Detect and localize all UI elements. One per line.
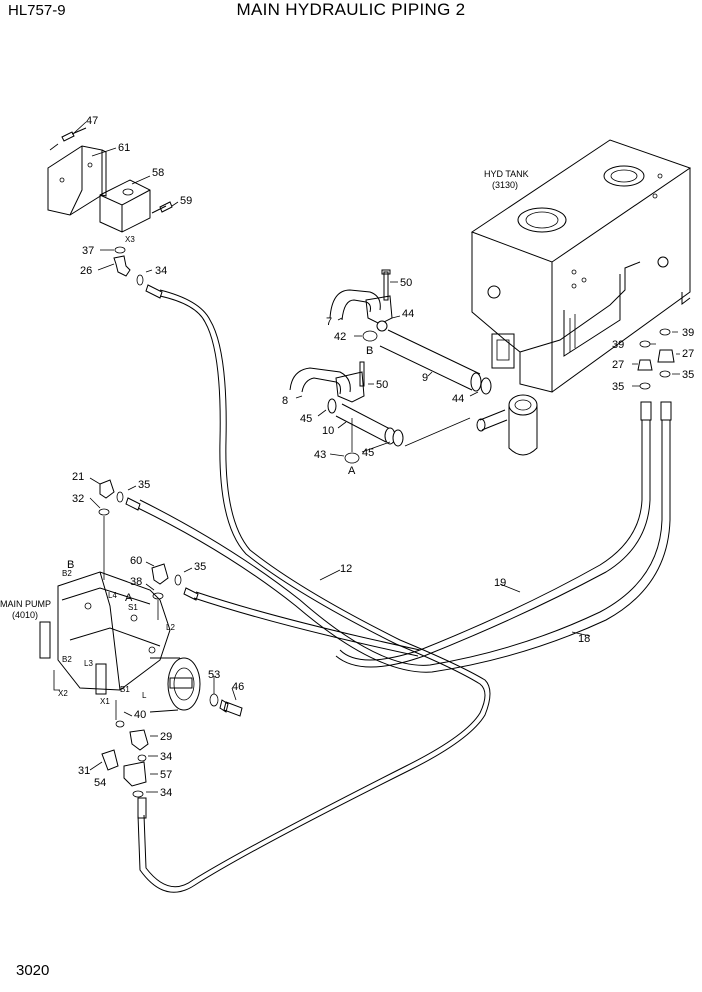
callout-35-pump: 35 bbox=[138, 479, 150, 491]
callout-35-left: 35 bbox=[612, 381, 624, 393]
callout-34-top: 34 bbox=[155, 265, 167, 277]
callout-54: 54 bbox=[94, 777, 106, 789]
main-pump-label: MAIN PUMP bbox=[0, 599, 51, 609]
page-number: 3020 bbox=[16, 962, 50, 979]
callout-44-top: 44 bbox=[402, 308, 414, 320]
page-title: MAIN HYDRAULIC PIPING 2 bbox=[236, 0, 466, 19]
callout-35-right: 35 bbox=[682, 369, 694, 381]
port-x2: X2 bbox=[58, 689, 68, 698]
callout-32: 32 bbox=[72, 493, 84, 505]
port-b2-lower: B2 bbox=[62, 655, 72, 664]
main-pump-code: (4010) bbox=[12, 610, 38, 620]
callout-50-top: 50 bbox=[400, 277, 412, 289]
callout-19: 19 bbox=[494, 577, 506, 589]
callout-59: 59 bbox=[180, 195, 192, 207]
callout-50-mid: 50 bbox=[376, 379, 388, 391]
callout-60: 60 bbox=[130, 555, 142, 567]
callout-26: 26 bbox=[80, 265, 92, 277]
callout-45-top: 45 bbox=[300, 413, 312, 425]
hydraulic-tank bbox=[404, 139, 692, 456]
callout-34-bottom: 34 bbox=[160, 787, 172, 799]
callout-27-left: 27 bbox=[612, 359, 624, 371]
port-label-a: A bbox=[125, 592, 133, 604]
callout-61: 61 bbox=[118, 142, 130, 154]
valve-block-assembly bbox=[47, 127, 173, 286]
port-l3: L3 bbox=[84, 659, 93, 668]
callout-39-left: 39 bbox=[612, 339, 624, 351]
callout-57: 57 bbox=[160, 769, 172, 781]
leader-lines bbox=[73, 121, 680, 793]
callout-7: 7 bbox=[326, 316, 332, 328]
tank-return-hoses bbox=[137, 328, 675, 673]
callout-27-right: 27 bbox=[682, 348, 694, 360]
callout-37: 37 bbox=[82, 245, 94, 257]
callout-53: 53 bbox=[208, 669, 220, 681]
callout-12: 12 bbox=[340, 563, 352, 575]
callout-44-bottom: 44 bbox=[452, 393, 464, 405]
port-b1: B1 bbox=[120, 685, 130, 694]
callout-39-right: 39 bbox=[682, 327, 694, 339]
callout-43: 43 bbox=[314, 449, 326, 461]
callout-40: 40 bbox=[134, 709, 146, 721]
hyd-tank-code: (3130) bbox=[492, 180, 518, 190]
callout-29: 29 bbox=[160, 731, 172, 743]
callout-9: 9 bbox=[422, 372, 428, 384]
port-b2: B2 bbox=[62, 569, 72, 578]
lower-fittings bbox=[101, 720, 149, 798]
callout-18: 18 bbox=[578, 633, 590, 645]
port-label-a-upper: A bbox=[348, 465, 356, 477]
callout-47: 47 bbox=[86, 115, 98, 127]
callout-21: 21 bbox=[72, 471, 84, 483]
hyd-tank-label: HYD TANK bbox=[484, 169, 529, 179]
port-l2: L2 bbox=[166, 623, 175, 632]
port-x1: X1 bbox=[100, 697, 110, 706]
suction-pipes bbox=[289, 269, 492, 464]
hose-12 bbox=[137, 284, 491, 893]
callout-46: 46 bbox=[232, 681, 244, 693]
model-code: HL757-9 bbox=[8, 2, 66, 19]
callout-45-bottom: 45 bbox=[362, 447, 374, 459]
port-l: L bbox=[142, 691, 147, 700]
port-label-b: B bbox=[67, 559, 74, 571]
port-l4: L4 bbox=[108, 591, 117, 600]
callout-38: 38 bbox=[130, 576, 142, 588]
callout-31: 31 bbox=[78, 765, 90, 777]
port-s1: S1 bbox=[128, 603, 138, 612]
callout-10: 10 bbox=[322, 425, 334, 437]
port-x3: X3 bbox=[125, 235, 135, 244]
callout-58: 58 bbox=[152, 167, 164, 179]
port-label-b-upper: B bbox=[366, 345, 373, 357]
callout-42: 42 bbox=[334, 331, 346, 343]
main-pump bbox=[39, 516, 243, 720]
pump-delivery-hose bbox=[98, 479, 421, 657]
callout-34-mid: 34 bbox=[160, 751, 172, 763]
callout-35-mid: 35 bbox=[194, 561, 206, 573]
callout-8: 8 bbox=[282, 395, 288, 407]
